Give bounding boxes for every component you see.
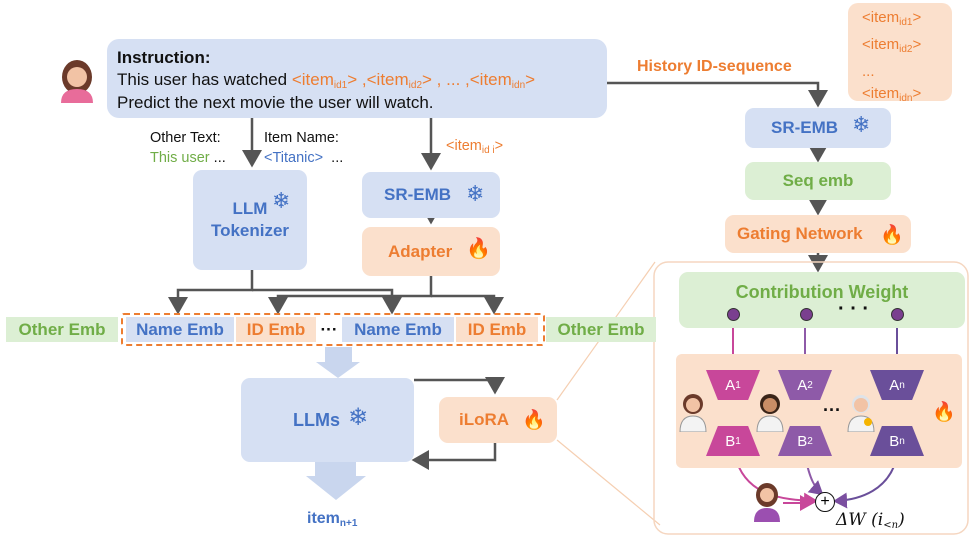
instruction-item-list: <itemid1> ,<itemid2> , ... ,<itemidn> [291, 70, 536, 91]
sr-emb-left-box: SR-EMB [362, 172, 500, 218]
emb-ellipsis: ··· [320, 319, 338, 339]
snowflake-icon: ❄ [272, 188, 291, 213]
ilora-box: iLoRA [439, 397, 557, 443]
expert-avatar-icon [678, 392, 708, 437]
expert-ellipsis: ··· [823, 400, 841, 420]
instruction-line1: This user has watched <itemid1> ,<itemid… [117, 70, 535, 91]
plus-circle-icon: + [815, 492, 835, 512]
item-id-label: <itemid i> [446, 138, 504, 156]
snowflake-icon: ❄ [348, 404, 369, 431]
sr-emb-right-box: SR-EMB [745, 108, 891, 148]
flame-icon: 🔥 [932, 402, 956, 423]
name-emb-2: Name Emb [342, 317, 454, 342]
other-text-label: Other Text: [150, 130, 221, 146]
id-emb-1: ID Emb [236, 317, 316, 342]
flame-icon: 🔥 [522, 410, 546, 431]
instruction-box [107, 39, 607, 118]
user-avatar-icon [752, 482, 782, 527]
instruction-title: Instruction: [117, 48, 211, 67]
llms-box: LLMs [241, 378, 414, 462]
other-emb-right: Other Emb [546, 317, 656, 342]
item-name-label: Item Name: [264, 130, 339, 146]
id-emb-2: ID Emb [456, 317, 538, 342]
flame-icon: 🔥 [880, 225, 904, 246]
llm-tokenizer-box: LLM Tokenizer [193, 170, 307, 270]
history-item: <itemid2> [862, 36, 922, 55]
other-emb-left: Other Emb [6, 317, 118, 342]
embedding-sequence-frame [121, 313, 545, 346]
name-emb-1: Name Emb [126, 317, 234, 342]
history-item: <itemid1> [862, 9, 922, 28]
history-items-box: <itemid1> <itemid2> ... <itemidn> [848, 3, 952, 104]
item-name-value: <Titanic> ... [264, 150, 344, 166]
history-item-ellipsis: ... [862, 63, 875, 80]
weight-node [727, 308, 740, 321]
history-id-sequence-label: History ID-sequence [637, 58, 792, 75]
weight-node [800, 308, 813, 321]
user-avatar-icon [55, 57, 99, 103]
expert-avatar-icon [756, 392, 784, 437]
expert-avatar-icon [846, 392, 876, 437]
instruction-line1-prefix: This user has watched [117, 70, 288, 89]
output-item: itemn+1 [307, 510, 358, 529]
other-text-value: This user ... [150, 150, 226, 166]
delta-w-label: ΔW (i<n) [836, 510, 905, 531]
snowflake-icon: ❄ [852, 112, 871, 137]
contribution-weight-box: Contribution Weight [679, 272, 965, 328]
history-item: <itemidn> [862, 85, 922, 104]
snowflake-icon: ❄ [466, 181, 485, 206]
flame-icon: 🔥 [466, 238, 491, 260]
seq-emb-box: Seq emb [745, 162, 891, 200]
adapter-box: Adapter [362, 227, 500, 276]
gating-network-box: Gating Network [725, 215, 911, 253]
weight-node [891, 308, 904, 321]
instruction-line2: Predict the next movie the user will wat… [117, 93, 434, 112]
weight-dots: · · · [838, 298, 870, 320]
